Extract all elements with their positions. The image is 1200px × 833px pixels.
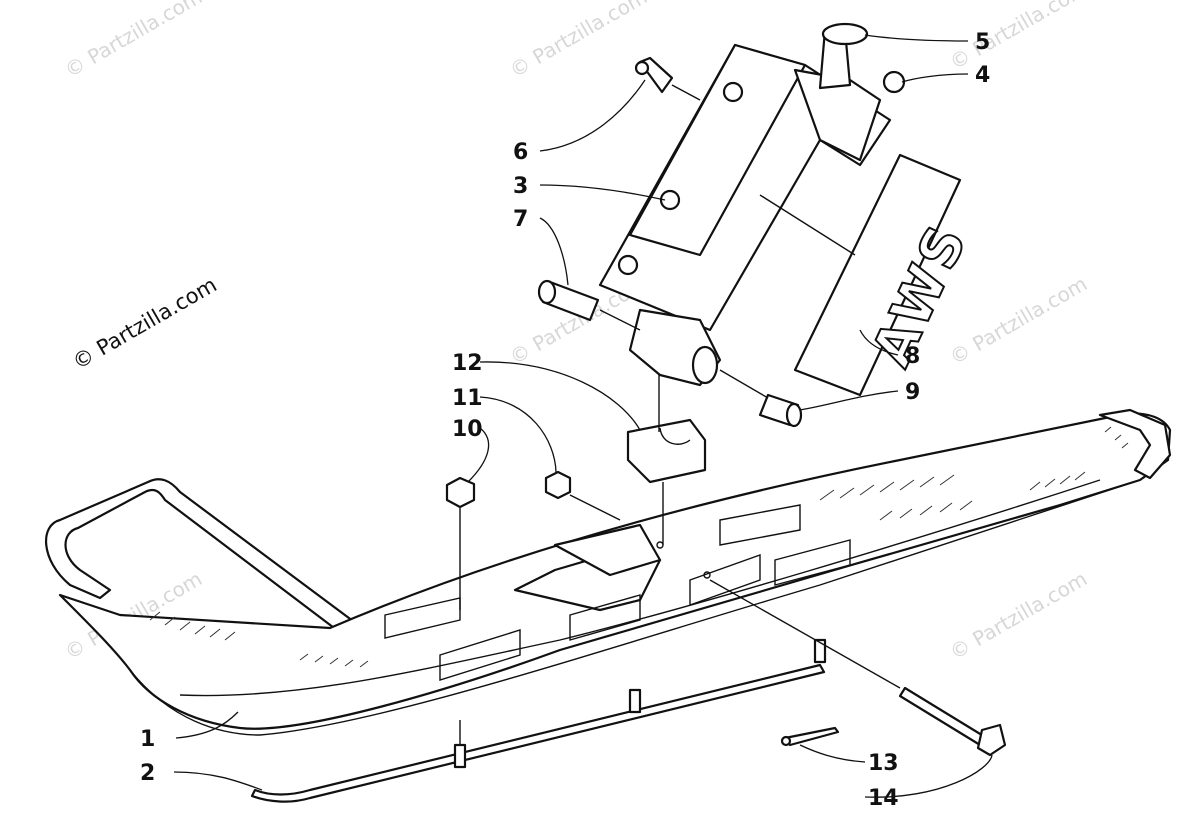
leader-2 xyxy=(173,771,263,791)
leader-8 xyxy=(859,329,899,356)
bushing-7 xyxy=(537,279,600,322)
screw-head-icon xyxy=(659,189,681,211)
watermark: © Partzilla.com xyxy=(61,0,207,82)
leader-1 xyxy=(175,711,239,739)
leader-10 xyxy=(467,427,490,483)
leader-5 xyxy=(864,34,969,42)
callout-4: 4 xyxy=(975,63,990,88)
watermark: © Partzilla.com xyxy=(946,271,1092,369)
boss-bore xyxy=(691,345,719,385)
bolt xyxy=(898,686,1007,757)
assembly-line xyxy=(709,579,901,689)
spindle-housing xyxy=(598,28,892,387)
callout-2: 2 xyxy=(140,761,155,786)
callout-13: 13 xyxy=(868,751,899,776)
callout-7: 7 xyxy=(513,207,528,232)
leader-12 xyxy=(479,361,641,431)
leader-11 xyxy=(479,396,557,473)
ski-pocket xyxy=(439,629,521,681)
callout-leaders xyxy=(173,34,993,798)
leader-9 xyxy=(799,390,899,411)
mounting-hole xyxy=(703,571,711,579)
bushing-9 xyxy=(758,393,803,428)
assembly-line xyxy=(719,369,769,399)
decal-plate xyxy=(793,153,962,397)
rubber-block-body xyxy=(626,418,707,484)
spindle-bracket xyxy=(553,523,662,577)
bushing-9-end xyxy=(785,402,803,428)
callout-11: 11 xyxy=(452,386,483,411)
screw-head-icon xyxy=(617,254,639,276)
watermark: © Partzilla.com xyxy=(946,566,1092,664)
cotter-pin-eye xyxy=(780,735,792,747)
grease-fitting-tip xyxy=(634,60,650,76)
callout-1: 1 xyxy=(140,727,155,752)
copyright-watermark: © Partzilla.com xyxy=(69,273,221,375)
ski-bottom-edge xyxy=(129,479,1141,736)
wear-bar-stud xyxy=(628,688,642,714)
wear-bar-rod xyxy=(250,663,826,803)
callout-5: 5 xyxy=(975,30,990,55)
callout-12: 12 xyxy=(452,351,483,376)
rubber-block xyxy=(626,418,707,484)
watermark: © Partzilla.com xyxy=(506,0,652,82)
ski-handle xyxy=(45,478,367,642)
leader-6 xyxy=(539,79,646,152)
wear-bar-stud xyxy=(453,743,467,769)
assembly-line xyxy=(671,84,701,101)
bolt-shank xyxy=(898,686,992,750)
leader-4 xyxy=(901,73,969,83)
bushing-end xyxy=(537,279,557,305)
callout-6: 6 xyxy=(513,140,528,165)
ski-pocket xyxy=(774,539,851,586)
callout-9: 9 xyxy=(905,380,920,405)
assembly-line xyxy=(569,494,621,521)
ski-hatching xyxy=(149,426,1129,668)
assembly-lines xyxy=(459,84,901,745)
wear-bar-stud xyxy=(813,638,827,664)
grease-fitting xyxy=(634,56,674,94)
cap xyxy=(821,22,869,46)
ski-pocket xyxy=(569,594,641,641)
callout-14: 14 xyxy=(868,786,899,811)
ski-pocket xyxy=(384,597,461,639)
ski-pocket xyxy=(719,504,801,546)
callout-3: 3 xyxy=(513,174,528,199)
callout-8: 8 xyxy=(905,344,920,369)
lock-nut-11 xyxy=(544,470,572,500)
watermark: © Partzilla.com xyxy=(946,0,1092,74)
assembly-line xyxy=(599,309,641,331)
wear-bar xyxy=(250,638,827,803)
cotter-pin xyxy=(780,726,840,747)
lock-nut-10 xyxy=(445,476,476,509)
cotter-pin-body xyxy=(783,726,840,747)
ski xyxy=(45,408,1172,736)
assembly-line xyxy=(759,194,856,256)
ski-side-line xyxy=(179,479,1101,697)
bolt-head xyxy=(976,723,1007,757)
callout-labels: 1 2 3 4 5 6 7 8 9 10 11 12 13 14 xyxy=(140,30,990,811)
ski-tip xyxy=(1098,408,1172,480)
leader-13 xyxy=(799,744,866,763)
ski-pocket xyxy=(689,554,761,606)
leader-7 xyxy=(539,217,569,286)
small-nut xyxy=(882,70,906,94)
leader-3 xyxy=(539,184,666,201)
screw-head-icon xyxy=(722,81,744,103)
rubber-block-groove xyxy=(659,427,691,445)
leader-14 xyxy=(864,754,993,798)
callout-10: 10 xyxy=(452,417,483,442)
